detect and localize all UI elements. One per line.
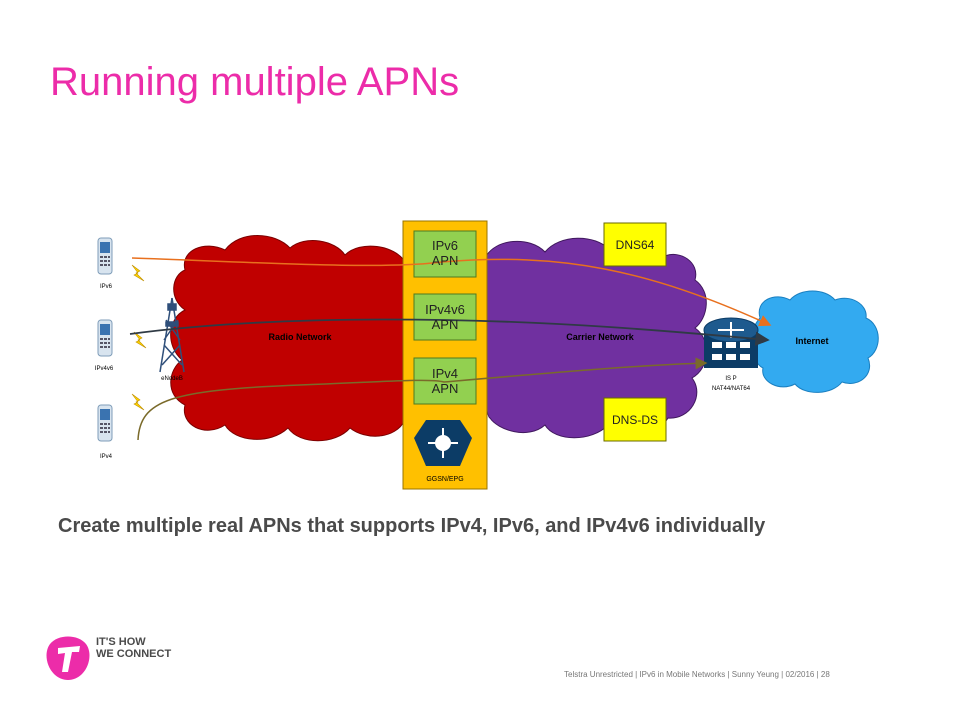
gateway-label: GGSN/EPG xyxy=(426,476,463,483)
dns64-box xyxy=(603,222,667,267)
phone-label-ipv4: IPv4 xyxy=(100,454,113,460)
slide-caption: Create multiple real APNs that supports … xyxy=(58,515,766,537)
router-label-line1: IS P xyxy=(725,376,736,382)
apn-box-ipv6 xyxy=(413,230,477,278)
signal-bolt-icon xyxy=(131,264,145,282)
signal-bolt-icon xyxy=(133,331,147,349)
router-label-line2: NAT44/NAT64 xyxy=(712,386,751,392)
gateway-router-icon xyxy=(414,420,472,466)
brand-slogan: IT'S HOW WE CONNECT xyxy=(96,636,171,660)
dnsds-box xyxy=(603,397,667,442)
slide-title: Running multiple APNs xyxy=(50,60,460,104)
signal-bolt-icon xyxy=(131,393,145,411)
apn-label-ipv4v6-line2: APN xyxy=(432,317,459,332)
flow-line-ipv4 xyxy=(137,357,708,441)
dns64-label: DNS64 xyxy=(616,238,655,252)
apn-label-ipv4-line2: APN xyxy=(432,381,459,396)
slide-footer: Telstra Unrestricted | IPv6 in Mobile Ne… xyxy=(564,670,830,679)
flow-line-ipv6 xyxy=(131,257,772,327)
phone-icon-ipv4 xyxy=(97,404,113,442)
radio-network-label: Radio Network xyxy=(268,332,332,342)
slogan-line2: WE CONNECT xyxy=(96,648,172,660)
internet-cloud xyxy=(750,290,879,393)
internet-label: Internet xyxy=(795,336,828,346)
phone-label-ipv6: IPv6 xyxy=(100,284,113,290)
enodeb-label: eNodeB xyxy=(161,376,183,382)
apn-label-ipv6-line2: APN xyxy=(432,253,459,268)
flow-line-ipv4v6 xyxy=(129,318,770,347)
telstra-logo-icon xyxy=(46,636,90,680)
apn-box-ipv4v6 xyxy=(413,293,477,341)
slogan-line1: IT'S HOW xyxy=(96,636,146,648)
phone-icon-ipv4v6 xyxy=(97,319,113,357)
dnsds-label: DNS-DS xyxy=(612,413,658,427)
carrier-network-label: Carrier Network xyxy=(566,332,635,342)
phone-icon-ipv6 xyxy=(97,237,113,275)
phone-label-ipv4v6: IPv4v6 xyxy=(95,366,114,372)
apn-label-ipv4v6-line1: IPv4v6 xyxy=(425,302,465,317)
apn-label-ipv4-line1: IPv4 xyxy=(432,366,458,381)
isp-router-icon xyxy=(703,317,759,368)
apn-label-ipv6-line1: IPv6 xyxy=(432,238,458,253)
